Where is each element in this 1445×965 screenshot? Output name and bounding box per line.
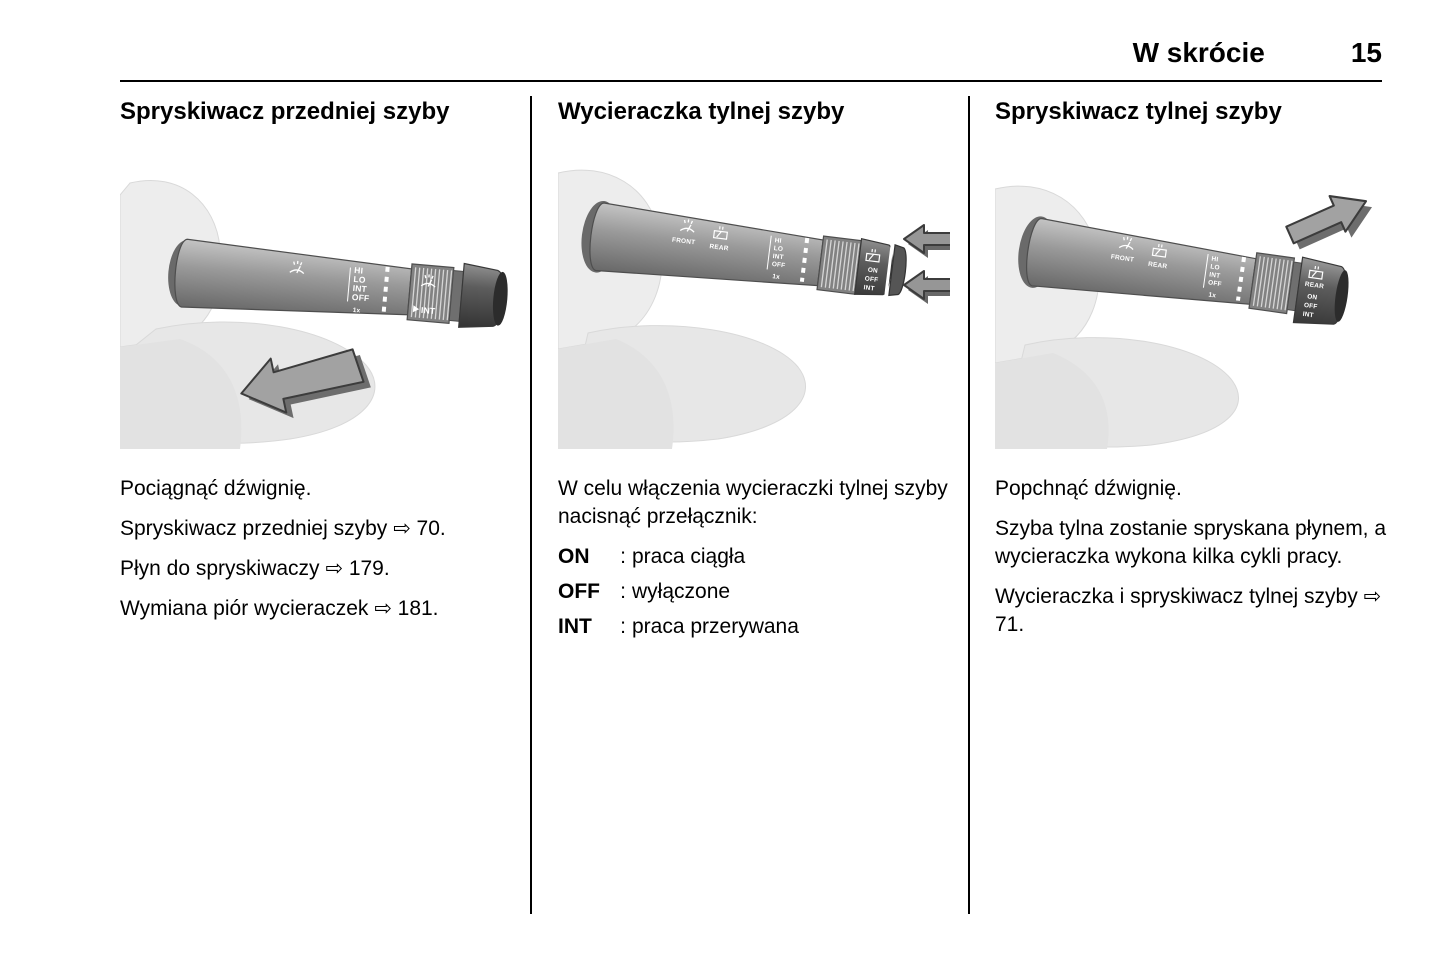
stalk-markings: FRONT REAR HI LO INT OFF 1x REAR ON OFF …	[1110, 234, 1324, 319]
push-arrow	[1285, 194, 1373, 250]
label-1x: 1x	[1208, 291, 1217, 299]
label-int: INT	[352, 283, 368, 294]
column-divider	[530, 96, 532, 914]
switch-options-list: ON : praca ciągła OFF : wyłączone INT : …	[558, 543, 950, 641]
column-divider	[968, 96, 970, 914]
label-cap-rear: REAR	[1304, 281, 1324, 291]
label-int: INT	[772, 253, 784, 261]
switch-term: INT	[558, 614, 592, 638]
figure-front-washer: HI LO INT OFF 1x INT	[120, 143, 512, 449]
switch-option-off: OFF : wyłączone	[558, 578, 950, 606]
label-off: OFF	[1208, 279, 1222, 288]
paragraph-reference: Płyn do spryskiwaczy ⇨ 179.	[120, 556, 390, 580]
label-1x: 1x	[352, 307, 360, 315]
switch-description: wyłączone	[632, 579, 731, 603]
figure-rear-washer: FRONT REAR HI LO INT OFF 1x REAR ON OFF …	[995, 143, 1387, 449]
press-arrows	[903, 223, 950, 304]
label-lo: LO	[773, 245, 783, 253]
column-rear-wiper: Wycieraczka tylnej szyby	[558, 98, 950, 648]
label-off: OFF	[771, 261, 785, 270]
column-front-washer: Spryskiwacz przedniej szyby	[120, 98, 512, 635]
switch-separator: :	[620, 579, 626, 603]
label-collar-int: INT	[421, 305, 437, 316]
stalk-markings: HI LO INT OFF 1x INT	[289, 259, 437, 316]
wiper-stalk: FRONT REAR HI LO INT OFF 1x REAR ON OFF …	[1018, 216, 1349, 325]
paragraph-reference: Wycieraczka i spryskiwacz tylnej szyby ⇨…	[995, 584, 1382, 636]
switch-description: praca ciągła	[632, 544, 746, 568]
paragraph: Popchnąć dźwignię.	[995, 476, 1182, 500]
end-switch	[854, 237, 893, 296]
switch-term: ON	[558, 544, 590, 568]
paragraph: Pociągnąć dźwignię.	[120, 476, 312, 500]
header-rule	[120, 80, 1382, 82]
label-lo: LO	[1210, 263, 1220, 271]
label-end-off: OFF	[864, 275, 878, 284]
label-off: OFF	[351, 292, 369, 303]
stalk-markings: FRONT REAR HI LO INT OFF 1x ON OFF INT	[672, 217, 881, 292]
switch-option-on: ON : praca ciągła	[558, 543, 950, 571]
switch-separator: :	[620, 614, 626, 638]
label-end-on: ON	[867, 266, 878, 274]
paragraph-reference: Spryskiwacz przedniej szyby ⇨ 70.	[120, 516, 446, 540]
label-hi: HI	[774, 237, 782, 245]
label-end-on: ON	[1307, 293, 1318, 301]
switch-term: OFF	[558, 579, 600, 603]
section-heading-rear-wiper: Wycieraczka tylnej szyby	[558, 98, 845, 125]
label-rear: REAR	[1148, 261, 1168, 271]
label-hi: HI	[1211, 255, 1219, 263]
figure-rear-wiper: FRONT REAR HI LO INT OFF 1x ON OFF INT	[558, 143, 950, 449]
section-heading-front-washer: Spryskiwacz przedniej szyby	[120, 98, 450, 125]
section-heading-rear-washer: Spryskiwacz tylnej szyby	[995, 98, 1282, 125]
page-header: W skrócie 15	[120, 37, 1382, 69]
background-shapes	[120, 179, 376, 449]
label-lo: LO	[353, 274, 366, 285]
stalk-body	[1026, 217, 1257, 305]
label-end-int: INT	[863, 284, 875, 292]
pressed-segment	[888, 243, 907, 296]
label-int: INT	[1209, 271, 1221, 279]
switch-separator: :	[620, 544, 626, 568]
label-front: FRONT	[672, 236, 696, 246]
paragraph-intro: W celu włączenia wycieraczki tylnej szyb…	[558, 476, 948, 528]
column-rear-washer: Spryskiwacz tylnej szyby	[995, 98, 1387, 651]
label-end-int: INT	[1302, 311, 1314, 319]
label-hi: HI	[354, 265, 364, 276]
label-rear: REAR	[709, 243, 729, 252]
label-end-off: OFF	[1303, 302, 1317, 311]
paragraph-reference: Wymiana piór wycieraczek ⇨ 181.	[120, 596, 439, 620]
switch-description: praca przerywana	[632, 614, 799, 638]
stalk-body	[589, 202, 824, 287]
paragraph: Szyba tylna zostanie spryskana płynem, a…	[995, 516, 1387, 568]
page-number: 15	[1350, 37, 1382, 68]
front-washer-illustration: HI LO INT OFF 1x INT	[120, 179, 508, 449]
chapter-title: W skrócie	[1132, 37, 1265, 68]
label-front: FRONT	[1110, 253, 1134, 263]
switch-option-int: INT : praca przerywana	[558, 613, 950, 641]
stalk-body	[174, 238, 413, 316]
wiper-stalk: FRONT REAR HI LO INT OFF 1x ON OFF INT	[581, 200, 907, 296]
label-1x: 1x	[772, 273, 781, 281]
rear-wiper-illustration: FRONT REAR HI LO INT OFF 1x ON OFF INT	[558, 169, 950, 449]
pull-arrow	[240, 348, 371, 418]
rear-washer-illustration: FRONT REAR HI LO INT OFF 1x REAR ON OFF …	[995, 185, 1373, 449]
wiper-stalk: HI LO INT OFF 1x INT	[168, 238, 508, 328]
